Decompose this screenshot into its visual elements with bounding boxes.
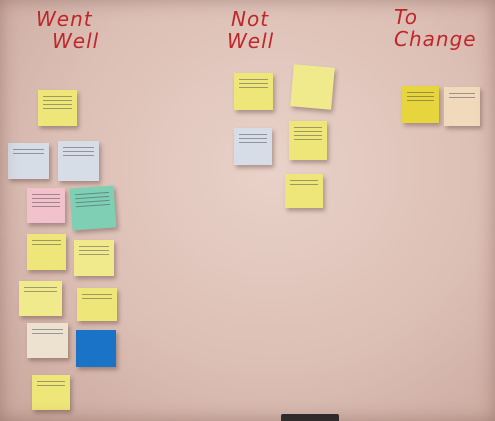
sticky-note (285, 174, 323, 208)
sticky-note (69, 185, 117, 231)
heading-went-well-line1: Went (36, 7, 93, 31)
heading-to-change: To Change (394, 6, 477, 50)
heading-not-well-line2: Well (227, 29, 275, 53)
sticky-note (444, 87, 480, 126)
heading-to-change-line2: Change (394, 27, 477, 51)
sticky-note (32, 375, 70, 410)
sticky-note (76, 330, 116, 367)
heading-went-well-line2: Well (52, 29, 100, 53)
heading-went-well: Went Well (36, 8, 99, 52)
heading-not-well-line1: Not (231, 7, 270, 31)
sticky-note (234, 128, 272, 165)
sticky-note (38, 90, 77, 126)
heading-to-change-line1: To (394, 5, 418, 29)
heading-not-well: Not Well (227, 8, 274, 52)
sticky-note (27, 234, 66, 270)
sticky-note (8, 143, 49, 179)
sticky-note (289, 121, 327, 160)
sticky-note (27, 323, 68, 358)
sticky-note (74, 240, 114, 276)
marker-tray (281, 414, 339, 421)
sticky-note (402, 86, 439, 123)
sticky-note (290, 64, 335, 110)
sticky-note (27, 188, 65, 223)
sticky-note (19, 281, 62, 316)
sticky-note (77, 288, 117, 321)
sticky-note (58, 141, 99, 181)
sticky-note (234, 73, 273, 110)
